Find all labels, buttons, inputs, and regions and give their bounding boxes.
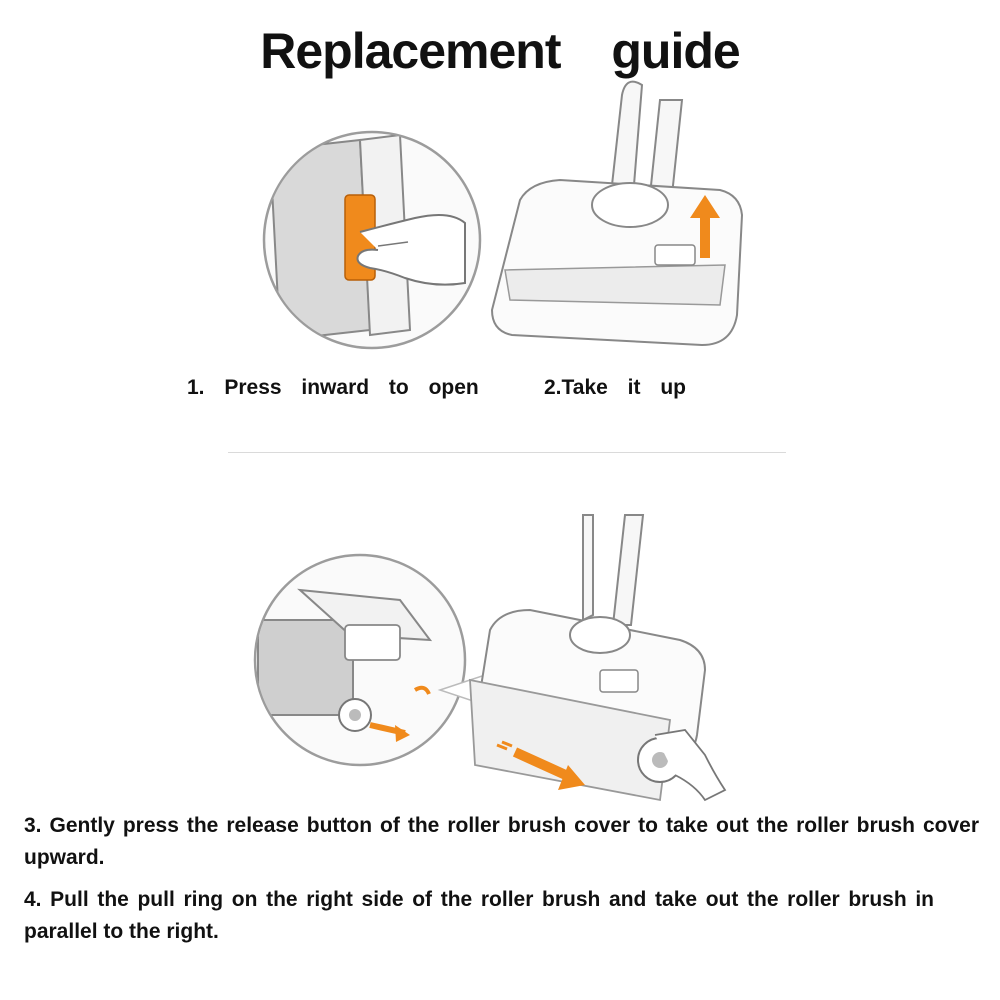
step3-text: 3. Gently press the release button of th… [24,814,979,869]
page-title: Replacement guide [260,23,740,79]
divider [228,452,786,453]
magnify-circle-icon-step1 [262,130,482,350]
vacuum-head-icon-step4 [469,514,727,802]
step4-text: 4. Pull the pull ring on the right side … [24,888,934,943]
step1-caption: 1. Press inward to open [187,376,479,399]
step2-caption: 2.Take it up [544,376,686,399]
magnify-circle-icon-step3 [253,553,501,767]
vacuum-head-icon-step2 [490,80,744,347]
